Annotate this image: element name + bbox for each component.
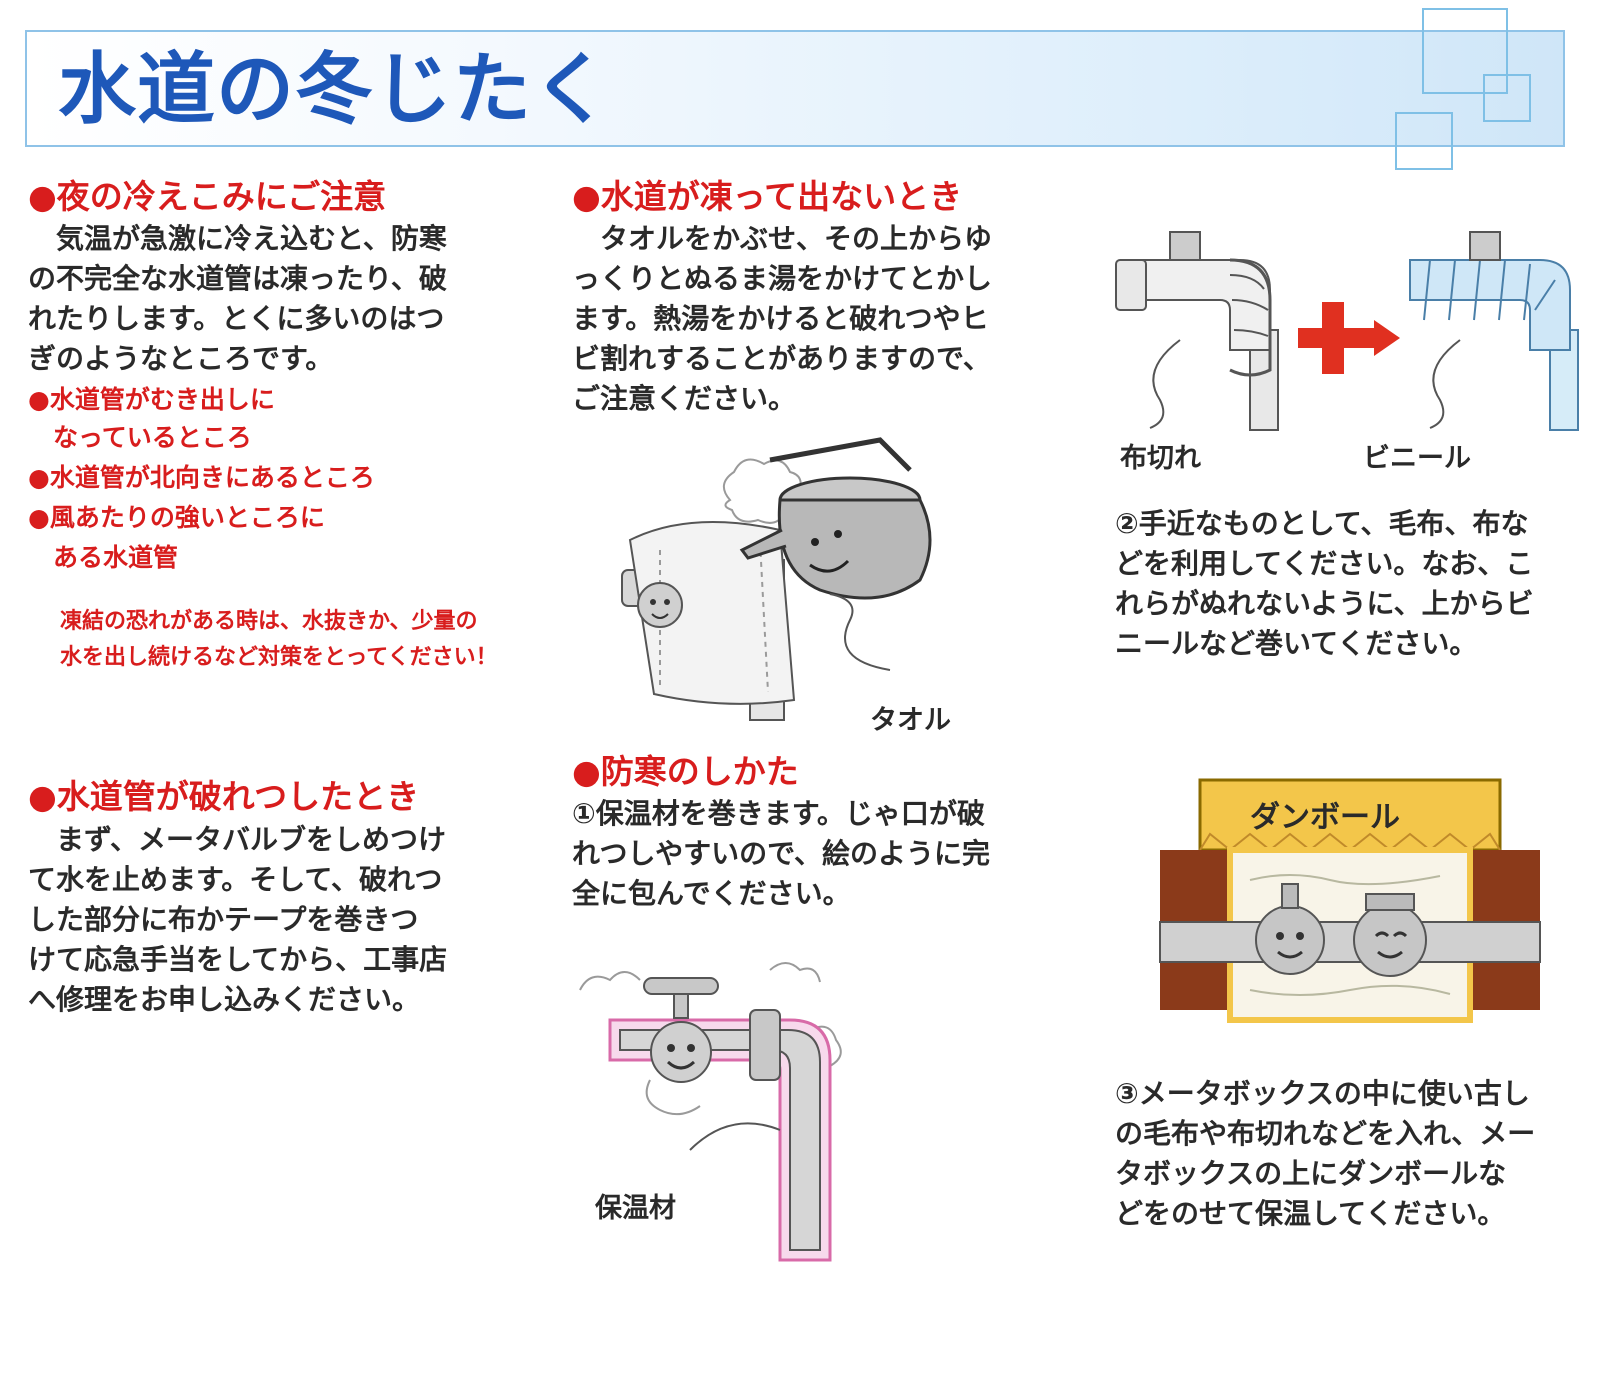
risk-point: なっているところ bbox=[28, 423, 252, 452]
cloth-vinyl-illustration bbox=[1115, 231, 1579, 431]
burst-body-line: て水を止めます。そして、破れつ bbox=[28, 863, 443, 896]
protection-body-line: ①保温材を巻きます。じゃ口が破 bbox=[572, 797, 985, 830]
vinyl-label: ビニール bbox=[1363, 443, 1471, 474]
frozen-body-line: ます。熱湯をかけると破れつやヒ bbox=[572, 302, 989, 335]
insulated-faucet-illustration bbox=[579, 962, 842, 1262]
burst-body-line: へ修理をお申し込みください。 bbox=[28, 983, 421, 1016]
step2-body-line: ニールなど巻いてください。 bbox=[1115, 627, 1478, 660]
section-heading-burst: ●水道管が破れつしたとき bbox=[28, 777, 420, 816]
risk-point: ある水道管 bbox=[28, 543, 179, 572]
step2-body-line: ②手近なものとして、毛布、布な bbox=[1115, 507, 1529, 540]
frozen-body-line: タオルをかぶせ、その上からゆ bbox=[572, 222, 993, 255]
step3-body-line: どをのせて保温してください。 bbox=[1115, 1197, 1506, 1230]
risk-point: ●水道管が北向きにあるところ bbox=[28, 463, 375, 492]
frozen-body-line: っくりとぬるま湯をかけてとかし bbox=[572, 262, 993, 295]
step2-body-line: れらがぬれないように、上からビ bbox=[1115, 587, 1534, 620]
towel-label: タオル bbox=[870, 705, 951, 736]
cardboard-label: ダンボール bbox=[1250, 800, 1400, 835]
step3-body-line: ③メータボックスの中に使い古し bbox=[1115, 1077, 1530, 1110]
night-cold-body-line: ぎのようなところです。 bbox=[28, 342, 334, 375]
burst-body-line: した部分に布かテープを巻きつ bbox=[28, 903, 419, 936]
protection-body-line: 全に包んでください。 bbox=[572, 877, 851, 910]
night-cold-body-line: れたりします。とくに多いのはつ bbox=[28, 302, 445, 335]
step2-body-line: どを利用してください。なお、こ bbox=[1115, 547, 1534, 580]
burst-body-line: まず、メータバルブをしめつけ bbox=[28, 823, 447, 856]
decor-square bbox=[1422, 8, 1508, 94]
insulation-label: 保温材 bbox=[595, 1193, 676, 1224]
decor-square bbox=[1483, 74, 1531, 122]
night-cold-body-line: 気温が急激に冷え込むと、防寒 bbox=[28, 222, 447, 255]
kettle-towel-illustration bbox=[621, 437, 932, 721]
freeze-warning-note: 凍結の恐れがある時は、水抜きか、少量の bbox=[60, 609, 478, 634]
burst-body-line: けて応急手当をしてから、工事店 bbox=[28, 943, 448, 976]
section-heading-frozen: ●水道が凍って出ないとき bbox=[572, 177, 963, 216]
risk-point: ●水道管がむき出しに bbox=[28, 385, 275, 414]
section-heading-night-cold: ●夜の冷えこみにご注意 bbox=[28, 177, 387, 216]
meter-box-illustration bbox=[1159, 778, 1541, 1023]
protection-body-line: れつしやすいので、絵のように完 bbox=[572, 837, 991, 870]
night-cold-body-line: の不完全な水道管は凍ったり、破 bbox=[28, 262, 447, 295]
risk-point: ●風あたりの強いところに bbox=[28, 503, 325, 532]
title-banner bbox=[25, 30, 1565, 147]
step3-body-line: の毛布や布切れなどを入れ、メー bbox=[1115, 1117, 1536, 1150]
frozen-body-line: ビ割れすることがありますので、 bbox=[572, 342, 991, 375]
page-title: 水道の冬じたく bbox=[58, 45, 612, 135]
frozen-body-line: ご注意ください。 bbox=[572, 382, 797, 415]
decor-square bbox=[1395, 112, 1453, 170]
cloth-label: 布切れ bbox=[1120, 443, 1201, 474]
freeze-warning-note: 水を出し続けるなど対策をとってください！ bbox=[60, 645, 498, 670]
section-heading-protection: ●防寒のしかた bbox=[572, 752, 799, 791]
step3-body-line: タボックスの上にダンボールな bbox=[1115, 1157, 1507, 1190]
